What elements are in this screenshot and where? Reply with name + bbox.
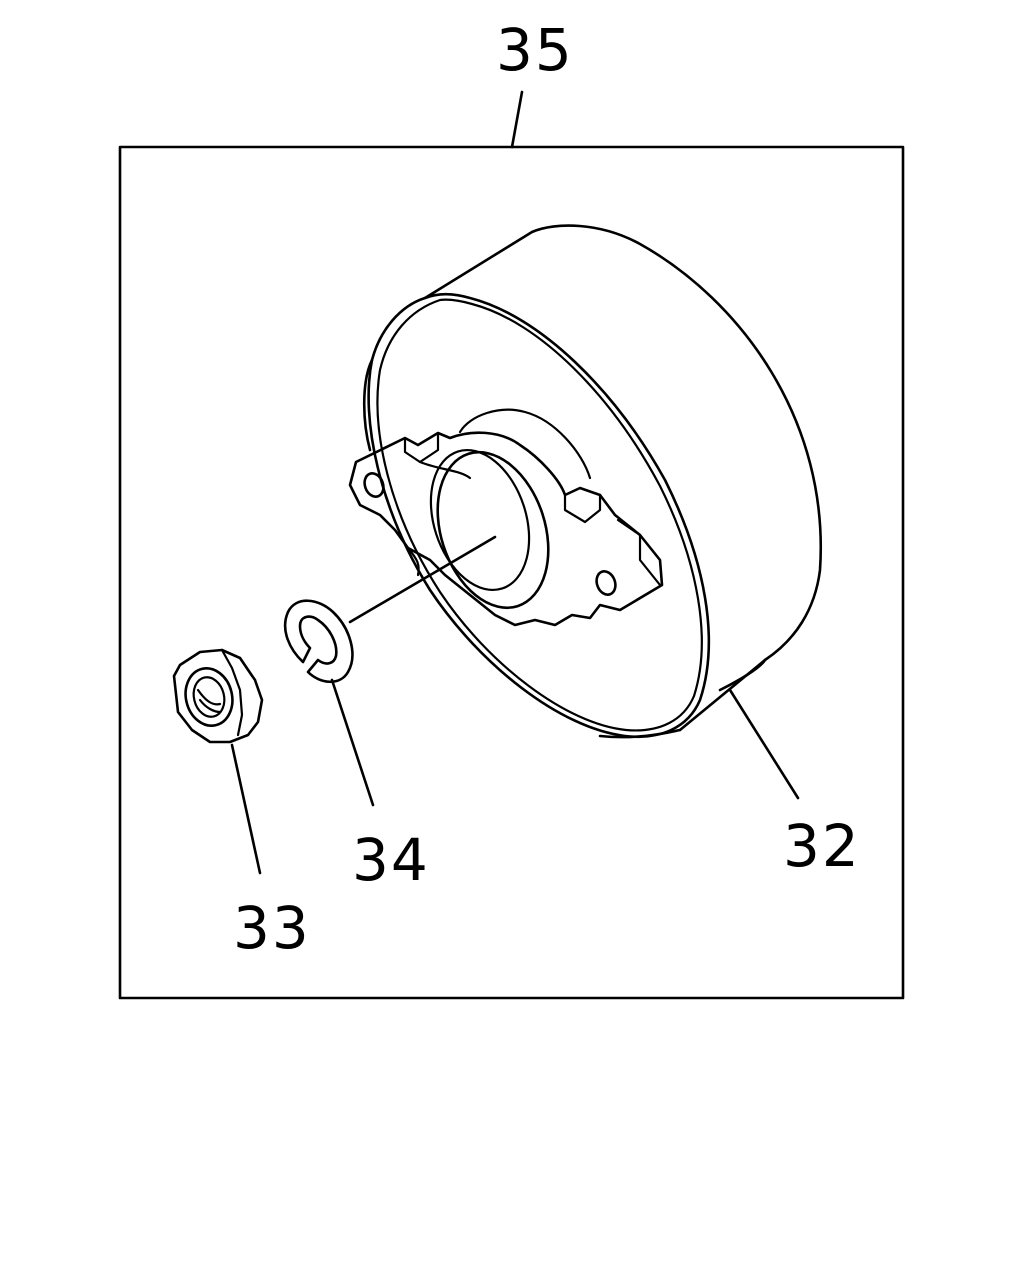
callout-label-35: 35 xyxy=(496,16,574,84)
axis-line xyxy=(348,535,497,624)
leader-line-34 xyxy=(330,678,375,807)
drum-part xyxy=(362,224,823,739)
e-clip-part xyxy=(283,599,354,684)
callout-label-33: 33 xyxy=(233,894,311,962)
nut-part xyxy=(172,648,264,744)
callout-label-34: 34 xyxy=(352,826,430,894)
leader-line-35 xyxy=(510,90,524,149)
leader-line-32 xyxy=(728,688,800,800)
callout-label-32: 32 xyxy=(783,812,861,880)
flange-plate xyxy=(348,431,664,627)
leader-line-33 xyxy=(230,743,262,875)
